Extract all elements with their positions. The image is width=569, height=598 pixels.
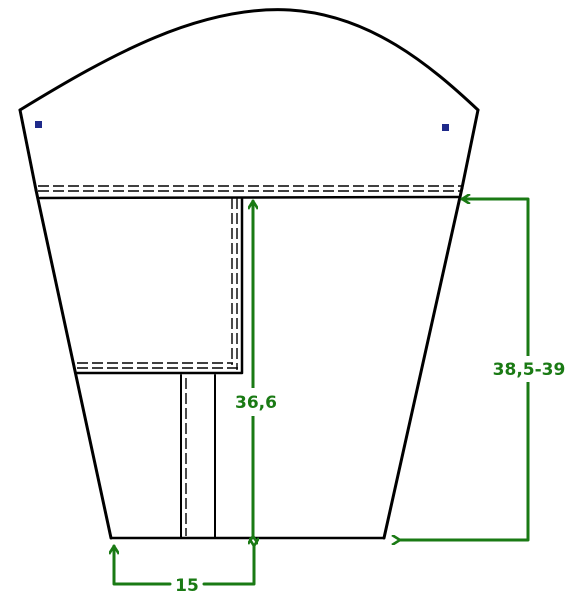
yoke-seam [38, 185, 462, 200]
dimension-label-height-side: 38,5-39 [493, 360, 566, 380]
pattern-outline [18, 8, 480, 540]
marker-dot-right [442, 124, 449, 131]
pocket [74, 196, 244, 375]
dimension-bottom-width [114, 546, 254, 586]
left-side-edge [34, 188, 113, 540]
right-cap-edge [460, 108, 480, 190]
marker-dot-left [35, 121, 42, 128]
cap-curve [18, 8, 480, 112]
left-cap-edge [18, 108, 38, 192]
dimension-label-height-main: 36,6 [235, 393, 277, 413]
dimension-label-bottom-width: 15 [175, 576, 199, 596]
yoke-line [38, 195, 460, 200]
right-side-edge [382, 186, 464, 540]
placket [180, 374, 216, 539]
